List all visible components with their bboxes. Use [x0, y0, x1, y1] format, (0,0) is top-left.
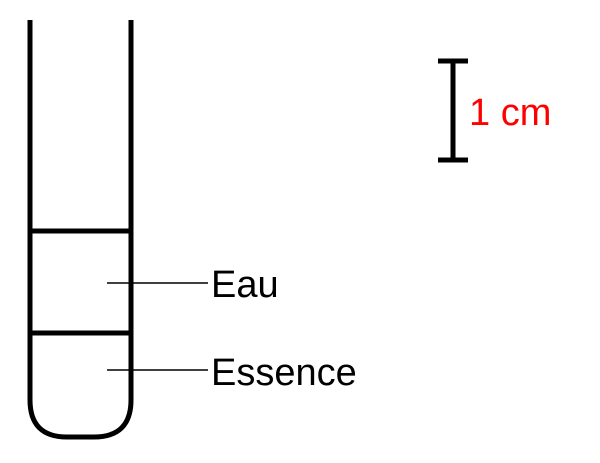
scale-bar: [438, 58, 468, 163]
test-tube-outline: [27, 20, 134, 440]
upper-layer-label: Eau: [211, 264, 279, 306]
scale-label: 1 cm: [469, 92, 551, 134]
lower-layer-label: Essence: [211, 352, 357, 394]
